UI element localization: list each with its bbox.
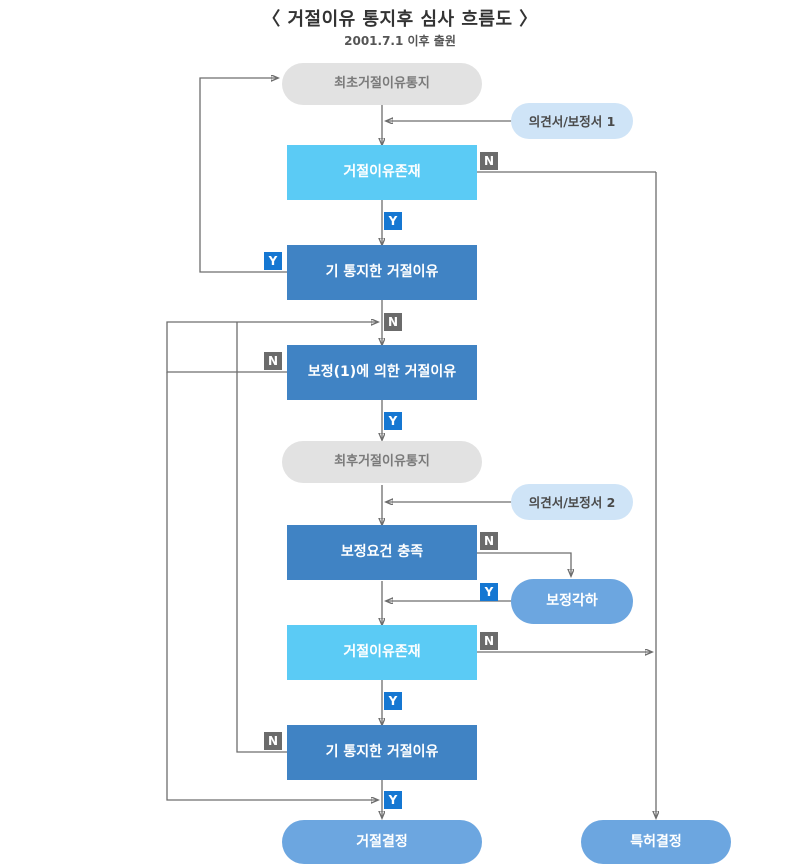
node-rejection-decision[interactable]: 거절결정 — [282, 820, 482, 864]
edge-label-y-already-notified-1: Y — [264, 252, 282, 270]
edge-label-n-reason-exists-1: N — [480, 152, 498, 170]
edge-label-n-amend-requirement: N — [480, 532, 498, 550]
node-already-notified-2[interactable]: 기 통지한 거절이유 — [287, 725, 477, 780]
edge-label-y-already-notified-2: Y — [384, 791, 402, 809]
edge-label-n-reason-exists-2: N — [480, 632, 498, 650]
page-subtitle: 2001.7.1 이후 출원 — [344, 34, 456, 48]
node-already-notified-1[interactable]: 기 통지한 거절이유 — [287, 245, 477, 300]
node-opinion-1[interactable]: 의견서/보정서 1 — [511, 103, 633, 139]
page-title: 〈 거절이유 통지후 심사 흐름도 〉 — [262, 9, 538, 30]
node-final-notice[interactable]: 최후거절이유통지 — [282, 441, 482, 483]
node-patent-decision[interactable]: 특허결정 — [581, 820, 731, 864]
node-reason-exists-1[interactable]: 거절이유존재 — [287, 145, 477, 200]
edge-label-n-already-notified-2: N — [264, 732, 282, 750]
edge-label-y-reason-exists-2: Y — [384, 692, 402, 710]
edge-label-y-amend-requirement: Y — [480, 583, 498, 601]
edge-label-y-reason-exists-1: Y — [384, 212, 402, 230]
edge-label-y-amend-reason: Y — [384, 412, 402, 430]
node-reason-exists-2[interactable]: 거절이유존재 — [287, 625, 477, 680]
node-amend-requirement[interactable]: 보정요건 충족 — [287, 525, 477, 580]
node-opinion-2[interactable]: 의견서/보정서 2 — [511, 484, 633, 520]
node-first-notice[interactable]: 최초거절이유통지 — [282, 63, 482, 105]
node-amend-reason[interactable]: 보정(1)에 의한 거절이유 — [287, 345, 477, 400]
edge-label-n-amend-reason: N — [264, 352, 282, 370]
node-amend-dismissal[interactable]: 보정각하 — [511, 579, 633, 624]
edge-label-n-already-notified-1: N — [384, 313, 402, 331]
